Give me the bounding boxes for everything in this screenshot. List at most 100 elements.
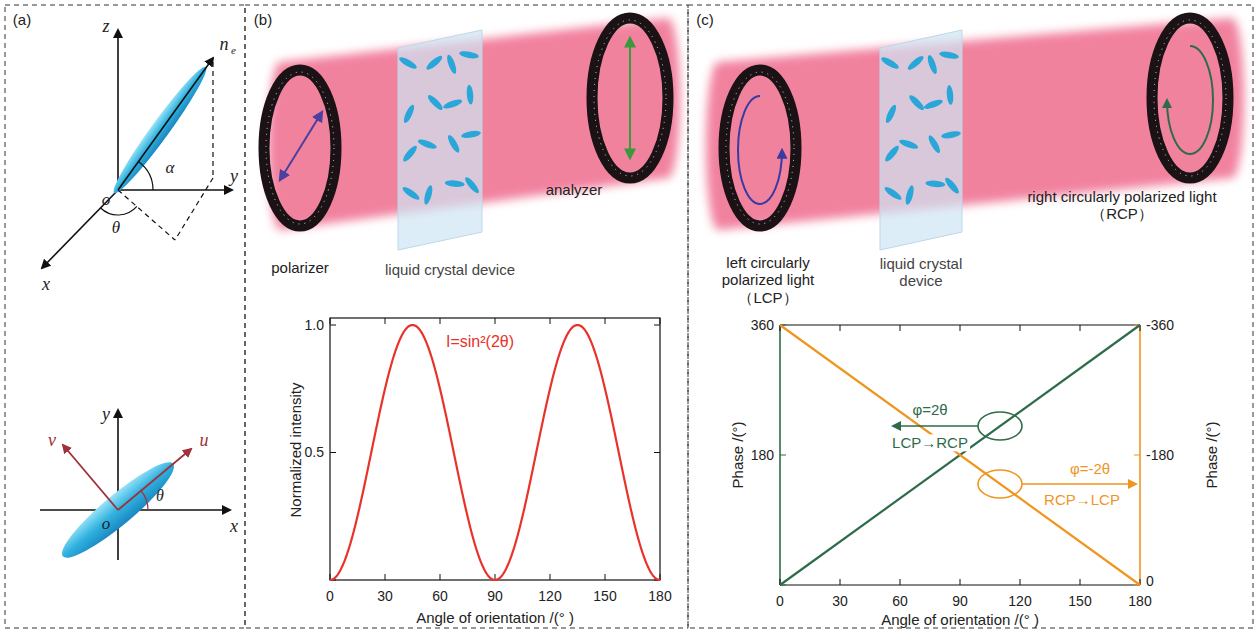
lc-molecule <box>939 50 960 60</box>
polarizer-ring <box>592 18 668 178</box>
figure-label: right circularly polarized light（RCP） <box>1027 188 1217 223</box>
line-stroke <box>330 318 331 324</box>
figure-label: liquid crystal device <box>385 261 515 278</box>
figure-label: θ <box>112 218 120 238</box>
line-stroke <box>330 325 336 326</box>
lc-molecule <box>459 50 480 60</box>
panel-border <box>245 5 688 628</box>
figure-label: 1.0 <box>305 317 324 333</box>
figure-label: 90 <box>952 593 968 609</box>
line-stroke <box>900 579 901 585</box>
figure-label: Normalized intensity <box>287 382 304 517</box>
figure-label: Angle of orientation /(° ) <box>416 609 574 626</box>
line-stroke <box>118 58 213 190</box>
lc-molecule <box>425 54 444 72</box>
figure-label: α <box>166 158 175 178</box>
figure-label: y <box>102 404 110 425</box>
polarizer-ring <box>264 70 336 226</box>
light-beam <box>706 18 1244 230</box>
lc-molecule <box>946 85 954 105</box>
line-stroke <box>280 112 322 180</box>
line-stroke <box>840 325 841 331</box>
panel-border <box>5 5 245 628</box>
line-stroke <box>118 189 232 191</box>
lc-molecule <box>943 176 961 195</box>
line-stroke <box>212 62 213 178</box>
lc-molecule <box>107 62 213 199</box>
line-stroke <box>117 410 119 560</box>
lc-molecule <box>904 185 915 206</box>
lc-plate <box>880 30 962 250</box>
figure-label: o <box>102 190 111 210</box>
figure-label: Phase /(°) <box>729 422 746 489</box>
line-stroke <box>1022 483 1136 485</box>
curve-marker <box>978 412 1022 440</box>
figure-label: 120 <box>538 588 561 604</box>
line-stroke <box>495 318 496 324</box>
lc-molecule <box>466 84 474 104</box>
figure-label: 30 <box>832 593 848 609</box>
line-stroke <box>780 455 786 456</box>
line-stroke <box>960 325 961 331</box>
figure-label: 60 <box>892 593 908 609</box>
lc-molecule <box>880 55 901 71</box>
line-stroke <box>654 452 660 453</box>
line-stroke <box>605 574 606 580</box>
line-stroke <box>330 452 336 453</box>
figure-label: (a) <box>13 11 31 28</box>
figure-label: z <box>102 16 109 37</box>
line-stroke <box>118 449 191 510</box>
figure-label: 60 <box>432 588 448 604</box>
lc-molecule <box>398 55 419 71</box>
figure-label: Phase /(°) <box>1203 422 1220 489</box>
figure-label: 0 <box>776 593 784 609</box>
lc-molecule <box>401 144 419 163</box>
line-stroke <box>440 574 441 580</box>
figure-label: y <box>230 166 238 187</box>
line-stroke <box>385 318 386 324</box>
lc-molecule <box>402 103 416 124</box>
figure-label: RCP→LCP <box>1042 491 1122 508</box>
figure-label: o <box>102 514 111 534</box>
line-stroke <box>63 445 118 510</box>
lc-molecule <box>941 130 962 140</box>
lc-molecule <box>925 180 945 188</box>
line-stroke <box>118 190 175 240</box>
lc-molecule <box>461 130 482 140</box>
lc-molecule <box>426 93 445 112</box>
figure-label: 150 <box>1068 593 1091 609</box>
figure-label: (c) <box>696 11 714 28</box>
figure-label: x <box>230 516 238 537</box>
figure-label: (b) <box>254 11 272 28</box>
line-stroke <box>117 30 119 190</box>
figure-label: left circularly polarized light（LCP） <box>706 254 831 306</box>
line-stroke <box>42 190 118 268</box>
line-stroke <box>840 579 841 585</box>
figure-label: 360 <box>751 317 774 333</box>
line-stroke <box>1020 325 1021 331</box>
figure-label: 0 <box>1146 573 1154 589</box>
figure-label: 120 <box>1008 593 1031 609</box>
plot-frame <box>330 318 660 580</box>
rotation-arrow <box>1167 46 1213 154</box>
figure-label: θ <box>156 487 164 505</box>
figure-label: 180 <box>648 588 671 604</box>
line-stroke <box>660 318 661 324</box>
lc-molecule <box>423 184 434 205</box>
drawing <box>5 5 1253 628</box>
line-stroke <box>654 325 660 326</box>
figure-label: 90 <box>487 588 503 604</box>
figure-label: u <box>200 430 209 451</box>
figure-label: 0 <box>326 588 334 604</box>
line-stroke <box>550 318 551 324</box>
line-stroke <box>550 574 551 580</box>
figure-label: e <box>231 44 236 57</box>
line-stroke <box>900 325 901 331</box>
figure-label: 180 <box>751 447 774 463</box>
lc-molecule <box>907 93 926 112</box>
lc-molecule <box>927 134 943 155</box>
figure-label: v <box>48 430 56 451</box>
rotation-arrow <box>738 96 782 204</box>
figure-label: analyzer <box>546 181 603 198</box>
